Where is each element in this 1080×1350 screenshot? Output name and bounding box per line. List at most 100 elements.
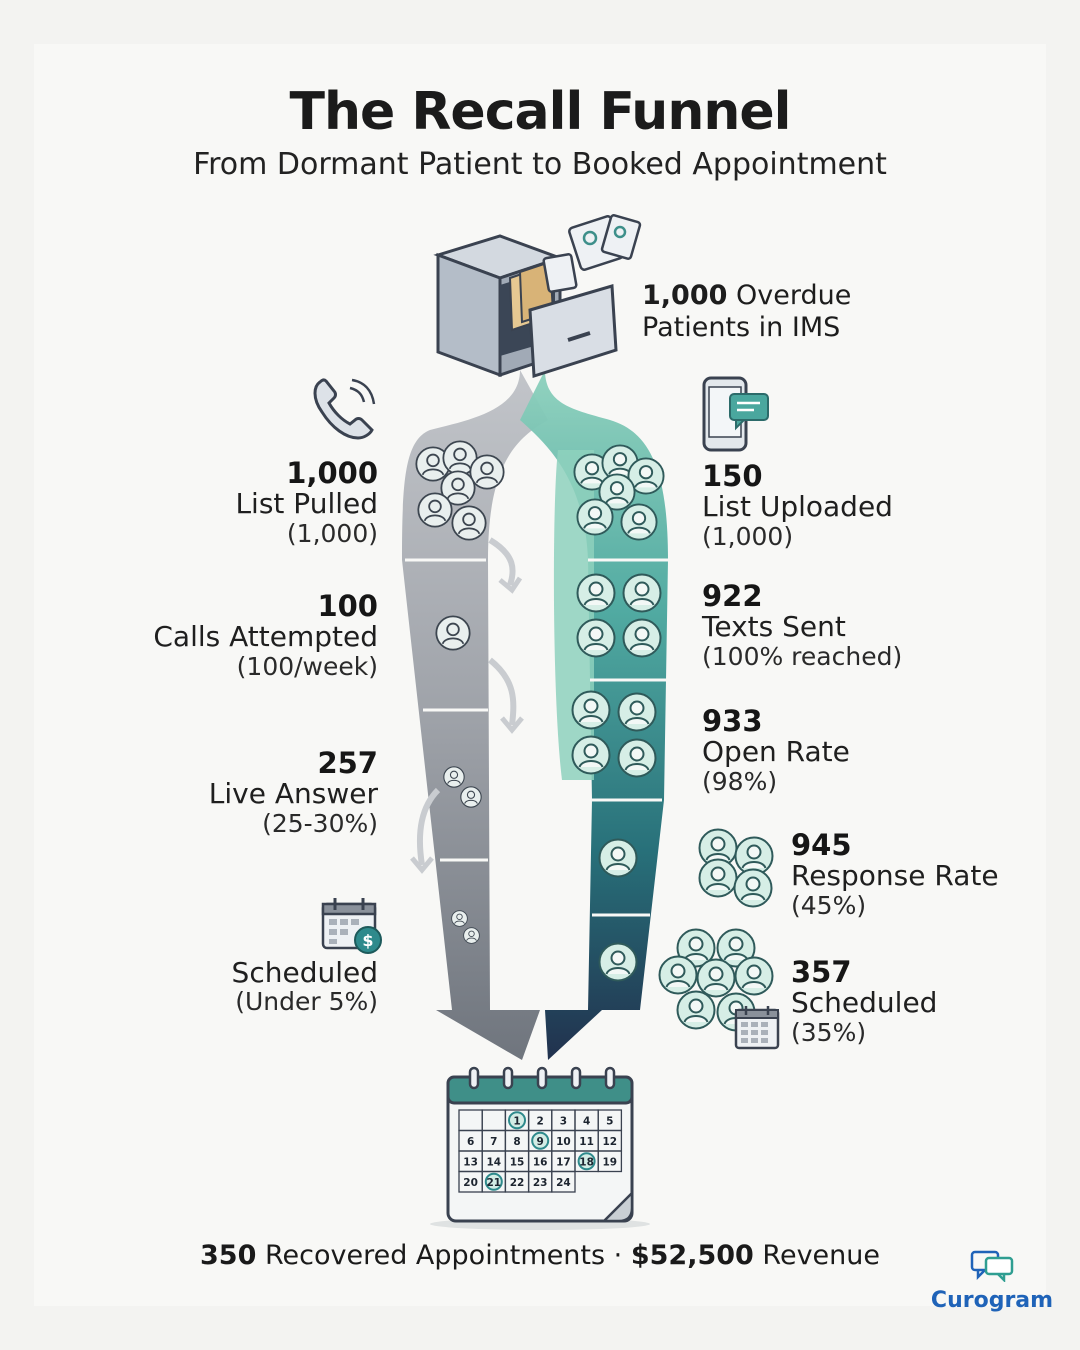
brand-name: Curogram bbox=[930, 1288, 1054, 1313]
patient-avatar-icon bbox=[571, 690, 611, 730]
patient-avatar-icon bbox=[451, 910, 468, 927]
stage-label: List Pulled bbox=[235, 487, 378, 521]
stage-detail: (35%) bbox=[791, 1017, 867, 1047]
patient-avatar-icon bbox=[622, 618, 662, 658]
calendar-day-highlight bbox=[484, 1172, 503, 1191]
calendar-icon bbox=[734, 1006, 780, 1050]
patient-avatar-icon bbox=[676, 990, 716, 1030]
patient-avatar-icon bbox=[696, 958, 736, 998]
arrowhead bbox=[410, 856, 434, 874]
patient-avatar-icon bbox=[435, 615, 471, 651]
phone-funnel bbox=[402, 370, 548, 1060]
calendar-day-number: 13 bbox=[463, 1156, 478, 1168]
footer-summary: 350 Recovered Appointments · $52,500 Rev… bbox=[0, 1240, 1080, 1271]
patient-avatar-icon bbox=[576, 498, 614, 536]
patient-avatar-icon bbox=[451, 505, 487, 541]
patient-avatar-icon bbox=[443, 766, 465, 788]
calendar-cell bbox=[551, 1170, 576, 1193]
patient-avatar-icon bbox=[460, 786, 482, 808]
filing-cabinet-icon bbox=[433, 214, 642, 379]
patient-avatar-icon bbox=[658, 955, 698, 995]
stage-label: Scheduled bbox=[231, 956, 378, 989]
calendar-day-number: 22 bbox=[510, 1177, 525, 1189]
brand-logo: Curogram bbox=[930, 1250, 1054, 1313]
calendar-day-highlight bbox=[531, 1131, 550, 1150]
arrowhead bbox=[498, 576, 523, 594]
appointments-value: 350 bbox=[200, 1240, 257, 1271]
patient-avatar-icon bbox=[617, 738, 657, 778]
patient-avatar-icon bbox=[576, 573, 616, 613]
calendar-day-number: 11 bbox=[579, 1136, 594, 1148]
calendar-day-number: 18 bbox=[579, 1156, 594, 1168]
stage-number: 257 bbox=[317, 746, 378, 780]
stage-label: Scheduled bbox=[791, 986, 938, 1020]
calendar-cell bbox=[597, 1150, 623, 1173]
stage-detail: (1,000) bbox=[286, 518, 378, 548]
calendar-day-number: 1 bbox=[513, 1115, 520, 1127]
patient-avatar-icon bbox=[598, 942, 638, 982]
calendar-day-number: 9 bbox=[537, 1136, 544, 1148]
calendar-day-number: 10 bbox=[556, 1136, 571, 1148]
calendar-day-number: 3 bbox=[560, 1115, 567, 1127]
stage-label: Open Rate bbox=[702, 735, 850, 769]
revenue-text: Revenue bbox=[762, 1240, 880, 1271]
chat-bubbles-icon bbox=[970, 1250, 1014, 1284]
phone-dropoff-arrow bbox=[488, 657, 517, 726]
calendar-day-number: 2 bbox=[537, 1115, 544, 1127]
calendar-ring bbox=[502, 1066, 514, 1090]
patient-avatar-icon bbox=[417, 492, 453, 528]
stage-number: 1,000 bbox=[286, 456, 378, 490]
patient-avatar-icon bbox=[576, 618, 616, 658]
phone-stage-list-pulled: 1,000 List Pulled (1,000) bbox=[118, 456, 378, 548]
stage-number: 933 bbox=[702, 704, 763, 738]
stage-label: List Uploaded bbox=[702, 490, 893, 524]
stage-label: Response Rate bbox=[791, 859, 999, 893]
calendar-day-highlight bbox=[508, 1111, 526, 1130]
patient-avatar-icon bbox=[469, 454, 505, 490]
calendar-day-number: 14 bbox=[486, 1156, 501, 1168]
stage-detail: (100% reached) bbox=[702, 641, 903, 671]
stage-label: Calls Attempted bbox=[153, 620, 378, 654]
calendar-ring bbox=[604, 1066, 616, 1090]
phone-dropoff-arrow bbox=[488, 537, 516, 586]
svg-text:$: $ bbox=[362, 931, 373, 950]
stage-number: 100 bbox=[317, 589, 378, 623]
source-label: 1,000 Overdue Patients in IMS bbox=[642, 280, 851, 344]
text-funnel-highlight bbox=[553, 450, 594, 780]
source-number: 1,000 bbox=[642, 280, 728, 311]
phone-icon bbox=[313, 378, 376, 440]
stage-detail: (45%) bbox=[791, 890, 867, 920]
patient-avatar-icon bbox=[734, 956, 774, 996]
page-title: The Recall Funnel bbox=[289, 82, 792, 142]
source-text-line2: Patients in IMS bbox=[642, 311, 841, 343]
stage-detail: (100/week) bbox=[236, 651, 378, 681]
patient-avatar-icon bbox=[571, 735, 611, 775]
phone-stage-live-answer: 257 Live Answer (25-30%) bbox=[118, 746, 378, 836]
patient-avatar-icon bbox=[620, 503, 658, 541]
calendar-day-number: 17 bbox=[556, 1156, 571, 1168]
calendar-day-number: 5 bbox=[606, 1115, 613, 1127]
text-stage-texts-sent: 922 Texts Sent (100% reached) bbox=[702, 580, 1002, 671]
phone-stage-calls-attempted: 100 Calls Attempted (100/week) bbox=[118, 589, 378, 681]
calendar-day-number: 20 bbox=[463, 1177, 478, 1189]
stage-number: 150 bbox=[702, 459, 763, 493]
patient-avatar-icon bbox=[598, 838, 638, 878]
text-stage-scheduled: 357 Scheduled (35%) bbox=[791, 956, 1051, 1047]
calendar-day-number: 23 bbox=[533, 1177, 548, 1189]
phone-stage-scheduled: Scheduled (Under 5%) bbox=[118, 956, 378, 1015]
page-subtitle: From Dormant Patient to Booked Appointme… bbox=[193, 147, 887, 182]
calendar-rings bbox=[468, 1066, 616, 1090]
stage-label: Texts Sent bbox=[702, 610, 846, 644]
calendar-day-number: 21 bbox=[486, 1177, 501, 1189]
calendar-day-number: 4 bbox=[583, 1115, 590, 1127]
patient-avatar-icon bbox=[622, 573, 662, 613]
calendar-day-number: 16 bbox=[533, 1156, 548, 1168]
revenue-value: $52,500 bbox=[630, 1240, 754, 1271]
calendar-day-number: 24 bbox=[556, 1177, 571, 1189]
smartphone-chat-icon bbox=[702, 376, 769, 452]
response-avatars bbox=[698, 828, 774, 908]
arrowhead bbox=[500, 716, 524, 734]
calendar-day-number: 19 bbox=[602, 1156, 617, 1168]
